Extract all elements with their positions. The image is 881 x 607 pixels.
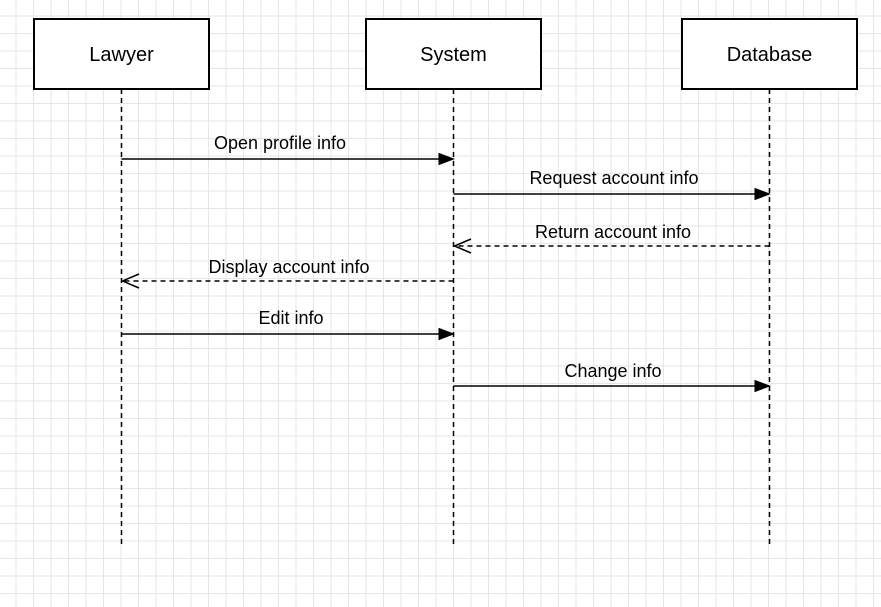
arrow-head-filled [754, 187, 771, 201]
message-return-account-info[interactable]: Return account info [452, 222, 770, 254]
arrow-head-filled [438, 152, 455, 166]
participant-database-label: Database [727, 44, 813, 66]
participant-system[interactable]: System [365, 18, 542, 90]
message-label: Display account info [208, 257, 369, 277]
arrow-head-filled [438, 327, 455, 341]
message-change-info[interactable]: Change info [453, 361, 771, 393]
participant-database-box[interactable] [681, 18, 858, 90]
arrow-head-open [452, 238, 472, 254]
participant-database[interactable]: Database [681, 18, 858, 90]
message-open-profile-info[interactable]: Open profile info [121, 133, 455, 166]
message-edit-info[interactable]: Edit info [121, 308, 455, 341]
participant-system-label: System [420, 44, 487, 66]
participant-lawyer-label: Lawyer [89, 44, 154, 66]
message-label: Edit info [258, 308, 323, 328]
message-label: Open profile info [214, 133, 346, 153]
participant-lawyer-box[interactable] [33, 18, 210, 90]
arrow-head-open [120, 273, 140, 289]
message-label: Return account info [535, 222, 691, 242]
participant-system-box[interactable] [365, 18, 542, 90]
message-request-account-info[interactable]: Request account info [453, 168, 771, 201]
message-label: Change info [564, 361, 661, 381]
message-label: Request account info [529, 168, 698, 188]
arrow-head-filled [754, 379, 771, 393]
message-display-account-info[interactable]: Display account info [120, 257, 454, 289]
participant-lawyer[interactable]: Lawyer [33, 18, 210, 90]
